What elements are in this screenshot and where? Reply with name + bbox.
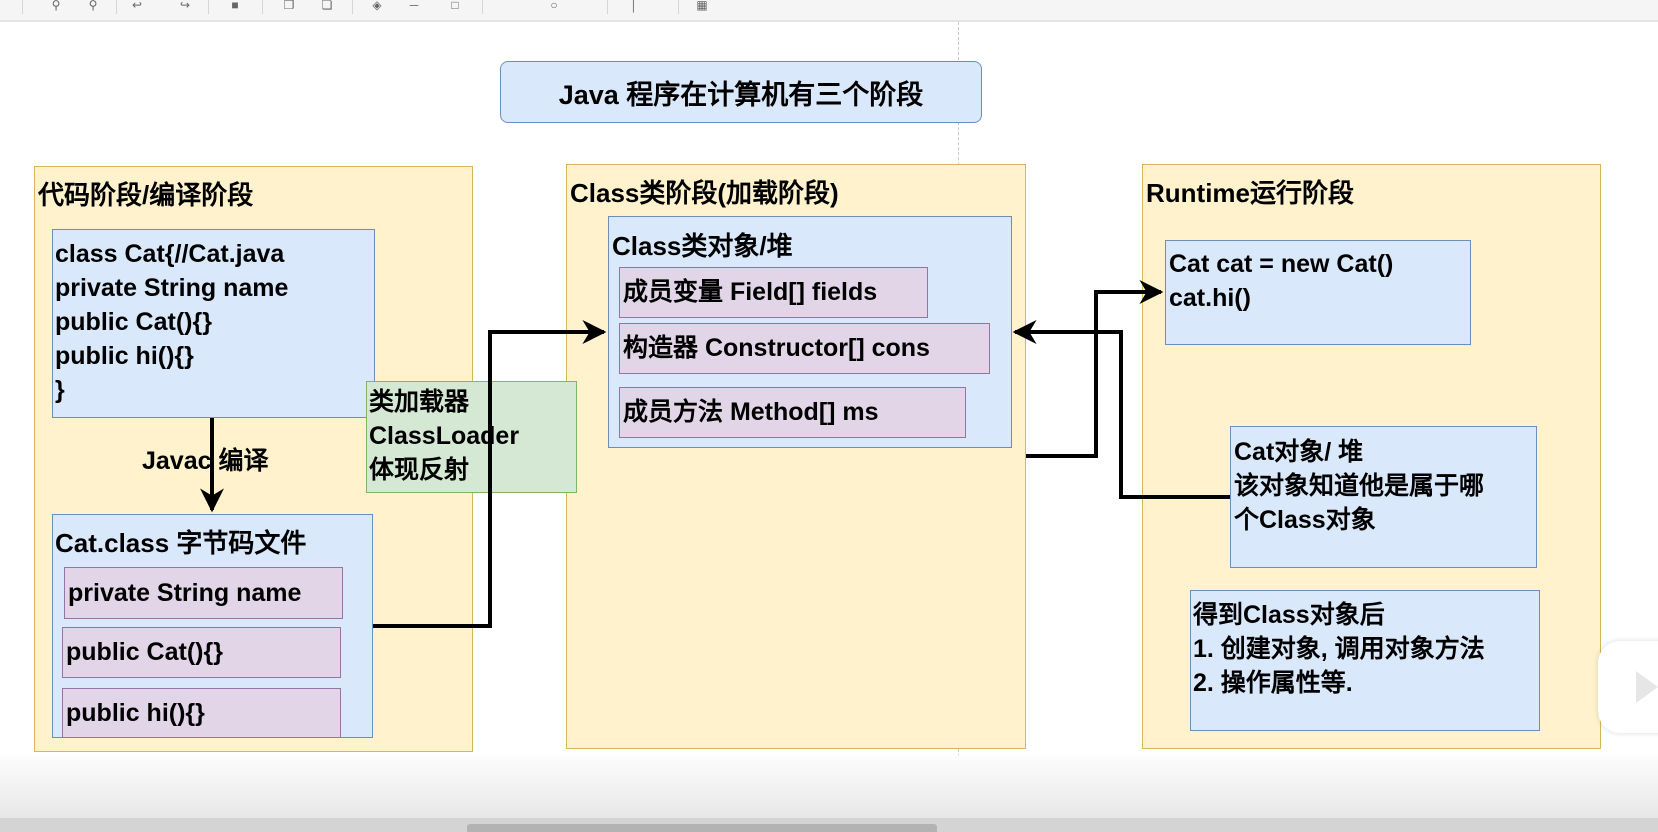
shadow-icon[interactable]: □ <box>451 0 459 12</box>
toolbar-separator <box>208 0 209 14</box>
class-member-text: 成员变量 Field[] fields <box>623 278 878 306</box>
diagram-title-text: Java 程序在计算机有三个阶段 <box>558 79 924 110</box>
cat-object-text: Cat对象/ 堆 该对象知道他是属于哪 个Class对象 <box>1234 438 1485 534</box>
waypoint-icon[interactable]: │ <box>630 0 638 12</box>
bytecode-member-text: private String name <box>68 579 302 607</box>
delete-icon[interactable]: ■ <box>231 0 239 12</box>
class-member-text: 成员方法 Method[] ms <box>623 398 879 426</box>
toolbar-separator <box>262 0 263 14</box>
stage-runtime-title: Runtime运行阶段 <box>1146 178 1355 208</box>
bytecode-member[interactable]: private String name <box>64 567 343 619</box>
source-code-text: class Cat{//Cat.java private String name… <box>55 240 289 404</box>
to-back-icon[interactable]: ❏ <box>321 0 333 12</box>
fill-color-icon[interactable]: ◈ <box>372 0 382 12</box>
connection-icon[interactable]: ○ <box>550 0 558 12</box>
bytecode-member[interactable]: public Cat(){} <box>62 627 341 678</box>
toolbar-separator <box>607 0 608 14</box>
toolbar-separator <box>482 0 483 14</box>
bytecode-title: Cat.class 字节码文件 <box>55 528 307 558</box>
play-icon <box>1636 671 1658 703</box>
usage-text: 得到Class对象后 1. 创建对象, 调用对象方法 2. 操作属性等. <box>1193 601 1485 697</box>
cat-object-box[interactable]: Cat对象/ 堆 该对象知道他是属于哪 个Class对象 <box>1230 426 1537 568</box>
toolbar: ⚲ ⚲ ↩ ↪ ■ ❐ ❏ ◈ ─ □ ○ │ ▦ <box>0 0 1658 22</box>
zoom-in-icon[interactable]: ⚲ <box>51 0 61 12</box>
class-member-text: 构造器 Constructor[] cons <box>623 334 930 362</box>
play-button[interactable] <box>1598 641 1658 733</box>
line-color-icon[interactable]: ─ <box>409 0 419 12</box>
toolbar-separator <box>116 0 117 14</box>
class-member-methods[interactable]: 成员方法 Method[] ms <box>619 387 966 438</box>
javac-compile-label: Javac 编译 <box>140 441 271 477</box>
classloader-box[interactable]: 类加载器 ClassLoader 体现反射 <box>366 381 577 493</box>
bytecode-member[interactable]: public hi(){} <box>62 688 341 738</box>
runtime-code-box[interactable]: Cat cat = new Cat() cat.hi() <box>1165 240 1471 345</box>
table-icon[interactable]: ▦ <box>696 0 708 12</box>
scrollbar-thumb[interactable] <box>467 824 937 832</box>
classloader-text: 类加载器 ClassLoader 体现反射 <box>369 388 520 484</box>
redo-icon[interactable]: ↪ <box>179 0 191 12</box>
usage-box[interactable]: 得到Class对象后 1. 创建对象, 调用对象方法 2. 操作属性等. <box>1190 590 1540 731</box>
class-to-runtime-arrow <box>1026 280 1164 458</box>
class-member-constructors[interactable]: 构造器 Constructor[] cons <box>619 323 990 374</box>
undo-icon[interactable]: ↩ <box>131 0 143 12</box>
diagram-title[interactable]: Java 程序在计算机有三个阶段 <box>500 61 982 123</box>
stage-class-title: Class类阶段(加载阶段) <box>570 178 839 208</box>
source-code-box[interactable]: class Cat{//Cat.java private String name… <box>52 229 375 418</box>
toolbar-separator <box>22 0 23 14</box>
class-member-fields[interactable]: 成员变量 Field[] fields <box>619 267 928 318</box>
to-front-icon[interactable]: ❐ <box>283 0 295 12</box>
toolbar-separator <box>352 0 353 14</box>
bytecode-member-text: public Cat(){} <box>66 638 223 666</box>
class-object-title: Class类对象/堆 <box>612 231 793 261</box>
toolbar-separator <box>678 0 679 14</box>
zoom-out-icon[interactable]: ⚲ <box>88 0 98 12</box>
runtime-code-text: Cat cat = new Cat() cat.hi() <box>1169 250 1394 312</box>
stage-code-title: 代码阶段/编译阶段 <box>38 180 254 210</box>
bytecode-member-text: public hi(){} <box>66 699 205 727</box>
